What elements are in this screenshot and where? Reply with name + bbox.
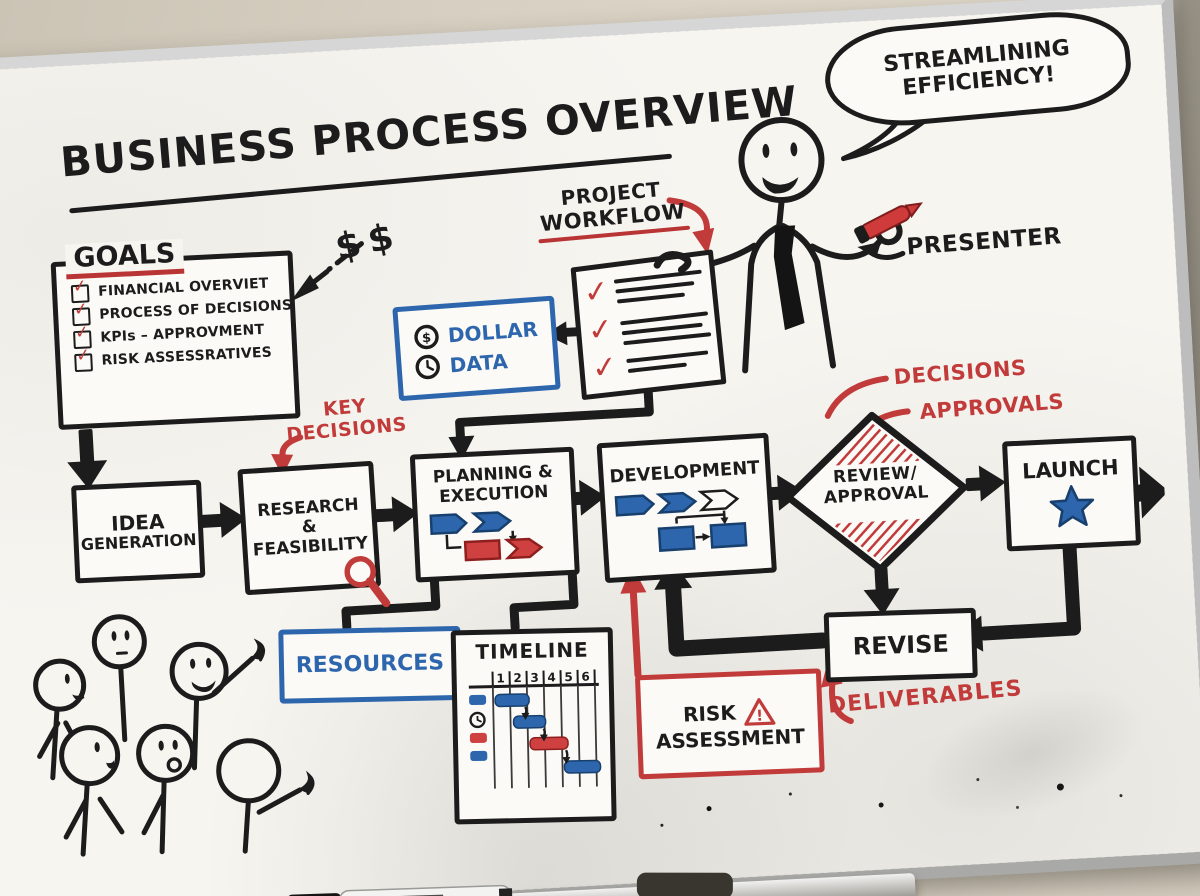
line-risk-to-development bbox=[629, 587, 642, 679]
gantt-legend bbox=[469, 695, 488, 762]
presenter-face bbox=[762, 142, 799, 194]
red-marker-in-hand bbox=[854, 202, 923, 244]
line-launch-to-revise bbox=[977, 533, 1082, 641]
star-icon bbox=[1049, 484, 1095, 528]
line-decisions-to-diamond bbox=[824, 375, 889, 419]
svg-text:$: $ bbox=[421, 331, 431, 347]
black-marker-icon bbox=[287, 884, 513, 896]
goals-item-label: KPIs – APPROVMENT bbox=[99, 321, 265, 346]
audience-stick-figures bbox=[33, 614, 315, 857]
clock-icon bbox=[415, 354, 440, 380]
goals-box: GOALS ✓ FINANCIAL OVERVIET ✓ PROCESS OF … bbox=[50, 238, 301, 430]
goals-item-label: PROCESS OF DECISIONS bbox=[98, 297, 293, 324]
gantt-bars bbox=[494, 693, 602, 775]
line-money-dashed bbox=[326, 241, 364, 272]
black-connector-lines bbox=[305, 241, 1082, 657]
checkbox-icon: ✓ bbox=[74, 345, 93, 373]
mini-flowchart-development bbox=[614, 489, 748, 553]
svg-text:6: 6 bbox=[581, 670, 590, 684]
review-approval-diamond bbox=[784, 411, 968, 573]
goals-item-label: RISK ASSESSRATIVES bbox=[101, 344, 273, 369]
arrow-idea-to-research bbox=[196, 513, 223, 529]
launch-box: LAUNCH bbox=[1002, 435, 1142, 552]
line-document-to-planning bbox=[455, 373, 654, 445]
svg-text:!: ! bbox=[756, 706, 764, 724]
arrow-review-to-launch bbox=[965, 477, 985, 492]
line-revise-to-development bbox=[665, 576, 831, 657]
audience-faces bbox=[64, 630, 216, 773]
check-icon: ✓ bbox=[71, 275, 89, 298]
mini-flowchart-planning bbox=[429, 510, 544, 561]
svg-text:✓: ✓ bbox=[590, 349, 619, 387]
risk-assessment-box: RISK ! ASSESSMENT bbox=[634, 668, 825, 780]
eraser-icon bbox=[636, 872, 733, 896]
svg-text:1: 1 bbox=[496, 672, 505, 686]
research-feasibility-box: RESEARCH & FEASIBILITY bbox=[237, 460, 391, 608]
svg-text:✓: ✓ bbox=[582, 273, 611, 311]
magnifier-icon bbox=[344, 556, 391, 608]
line-resources-to-planning bbox=[341, 563, 441, 632]
planning-execution-box: PLANNING & EXECUTION bbox=[409, 446, 580, 583]
svg-text:5: 5 bbox=[564, 670, 573, 684]
arrow-review-to-revise bbox=[874, 566, 889, 594]
goals-item: ✓ RISK ASSESSRATIVES bbox=[74, 343, 295, 373]
idea-generation-box: IDEA GENERATION bbox=[71, 479, 206, 584]
presenter-hand-grip bbox=[653, 251, 692, 274]
svg-text:✓: ✓ bbox=[586, 311, 615, 349]
svg-text:4: 4 bbox=[547, 671, 556, 685]
goals-title: GOALS bbox=[64, 238, 185, 280]
presenter-tie bbox=[773, 225, 805, 331]
check-icon: ✓ bbox=[72, 298, 90, 321]
check-icon: ✓ bbox=[74, 344, 92, 367]
svg-text:3: 3 bbox=[530, 671, 539, 685]
timeline-box: TIMELINE 1 2 3 4 5 6 bbox=[450, 627, 617, 825]
diamond-hatch-top bbox=[828, 423, 921, 466]
gantt-chart: 1 2 3 4 5 6 bbox=[468, 669, 602, 790]
document-checkmarks: ✓ ✓ ✓ bbox=[582, 273, 620, 387]
review-approval-label: REVIEW/ APPROVAL bbox=[823, 462, 930, 509]
svg-text:2: 2 bbox=[513, 671, 522, 685]
development-box: DEVELOPMENT bbox=[596, 432, 777, 584]
check-icon: ✓ bbox=[73, 321, 91, 344]
diamond-hatch-bottom bbox=[831, 518, 924, 562]
gantt-column-numbers: 1 2 3 4 5 6 bbox=[496, 670, 590, 686]
whiteboard-surface: BUSINESS PROCESS OVERVIEW GOALS ✓ FINANC… bbox=[0, 4, 1200, 896]
goals-item-label: FINANCIAL OVERVIET bbox=[97, 275, 269, 301]
dollar-data-box: $ DOLLAR DATA bbox=[392, 295, 561, 402]
workflow-document: ✓ ✓ ✓ bbox=[570, 249, 727, 400]
arrow-goals-to-idea bbox=[78, 429, 95, 464]
revise-box: REVISE bbox=[823, 607, 978, 683]
warning-triangle-icon: ! bbox=[744, 697, 776, 726]
line-timeline-to-development bbox=[509, 567, 579, 633]
line-deliverables-to-revise bbox=[829, 679, 854, 725]
tray-markers bbox=[287, 872, 733, 896]
document-text-lines bbox=[613, 269, 712, 373]
dollar-coin-icon: $ bbox=[413, 324, 439, 350]
marker-tray bbox=[45, 872, 916, 896]
